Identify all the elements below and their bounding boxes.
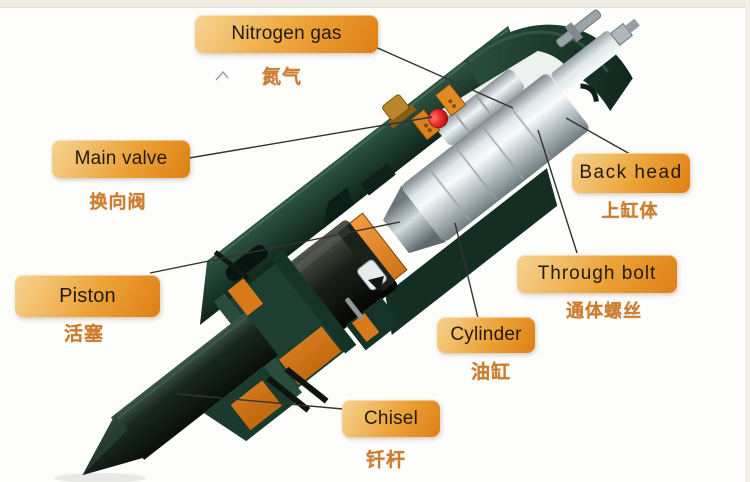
stray-mark: [215, 70, 229, 81]
through-bolt-rod: [556, 9, 602, 48]
label-through-bolt: Through bolt: [517, 255, 677, 293]
label-main-valve: Main valve: [52, 140, 190, 178]
breaker-assembly: [82, 9, 640, 476]
label-piston: Piston: [15, 275, 160, 317]
leader-back-head: [565, 117, 631, 155]
label-back-head-text: Back head: [579, 162, 683, 183]
charging-valve-red: [410, 83, 467, 141]
label-piston-text: Piston: [59, 284, 116, 307]
rear-shaft: [551, 18, 640, 102]
label-back-head: Back head: [572, 153, 690, 193]
zh-label-main-valve: 换向阀: [89, 192, 147, 212]
zh-label-chisel: 钎杆: [365, 450, 406, 471]
chisel-tool: [82, 312, 279, 476]
upper-pin: [213, 250, 251, 281]
label-cylinder-text: Cylinder: [450, 324, 522, 345]
circlip: [580, 83, 599, 102]
label-main-valve-text: Main valve: [74, 148, 168, 169]
zh-label-nitrogen-gas: 氮气: [261, 67, 302, 88]
right-border-strip: [745, 0, 750, 482]
piston-cylinder-silver: [383, 74, 589, 254]
lower-bracket-strip: [385, 168, 558, 336]
plate-slot-hole: [225, 244, 268, 282]
zh-label-back-head: 上缸体: [601, 201, 659, 221]
valve-spool: [436, 69, 525, 146]
label-chisel-text: Chisel: [364, 407, 418, 429]
loose-parts: [345, 259, 387, 320]
label-through-bolt-text: Through bolt: [537, 263, 657, 284]
leader-cylinder: [454, 222, 479, 319]
brass-nut: [382, 94, 417, 129]
zh-label-piston: 活塞: [63, 324, 104, 345]
zh-label-cylinder: 油缸: [470, 362, 511, 383]
leader-piston: [149, 221, 401, 274]
leader-through-bolt: [537, 129, 578, 254]
label-cylinder: Cylinder: [437, 317, 535, 353]
zh-label-through-bolt: 通体螺丝: [566, 301, 642, 321]
label-nitrogen-gas: Nitrogen gas: [195, 15, 378, 53]
label-chisel: Chisel: [342, 400, 440, 437]
top-border-strip: [0, 0, 750, 8]
leader-chisel: [176, 393, 344, 410]
ground-shadow: [54, 473, 146, 482]
leader-main-valve: [188, 116, 433, 159]
label-nitrogen-gas-text: Nitrogen gas: [231, 23, 342, 44]
leader-lines: [149, 33, 631, 410]
retaining-pin: [284, 366, 329, 404]
